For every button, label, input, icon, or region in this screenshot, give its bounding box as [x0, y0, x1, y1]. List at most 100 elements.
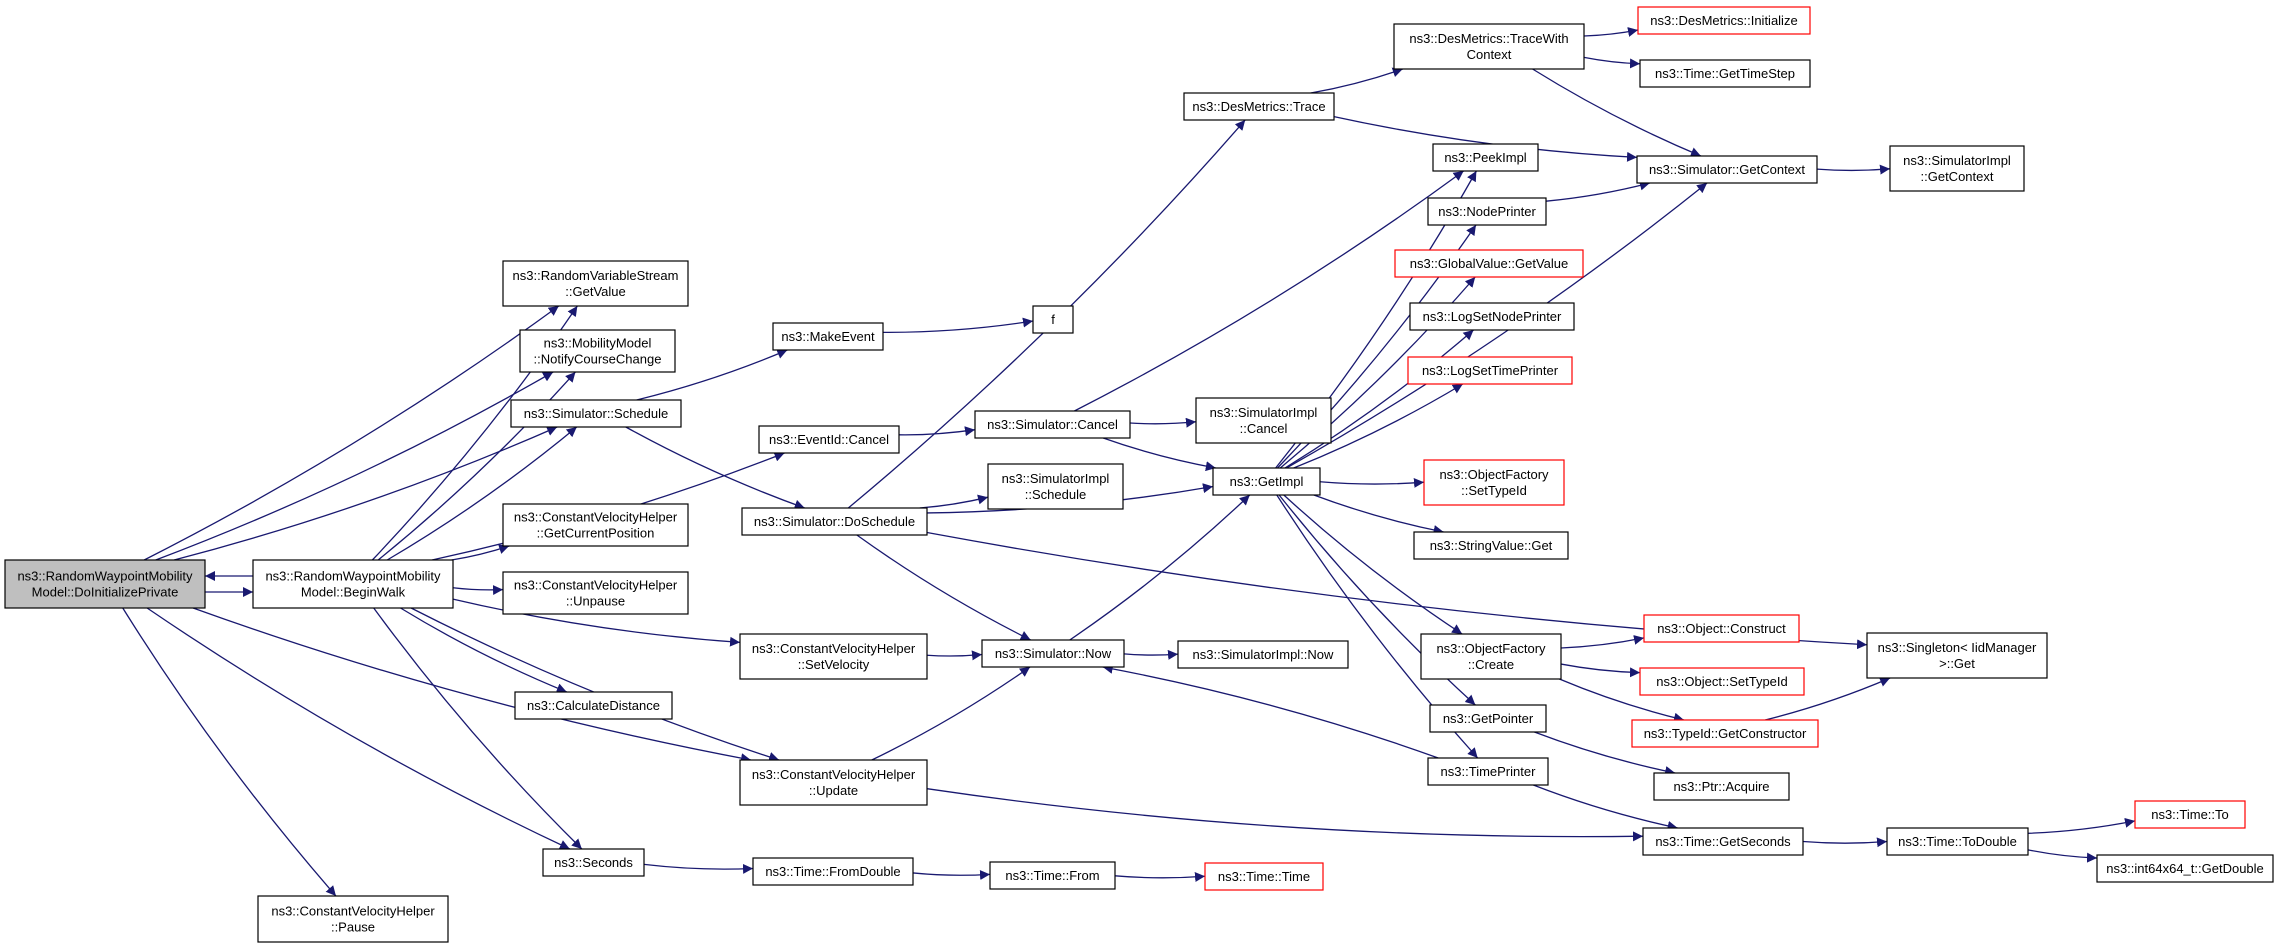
node-cvhUpdate[interactable]: ns3::ConstantVelocityHelper::Update: [739, 759, 928, 806]
node-notifyCourse-box: [519, 329, 676, 373]
node-getSeconds-box: [1642, 827, 1804, 856]
node-calcDist[interactable]: ns3::CalculateDistance: [514, 691, 673, 720]
node-toDouble[interactable]: ns3::Time::ToDouble: [1886, 827, 2029, 856]
node-simNow[interactable]: ns3::Simulator::Now: [981, 639, 1125, 668]
edge-beginWalk-to-cvhSetVel: [452, 598, 741, 647]
node-objSetTypeId[interactable]: ns3::Object::SetTypeId: [1639, 667, 1805, 696]
edge-ofCreate-to-objConstruct: [1560, 635, 1645, 649]
node-simGetContext-box: [1636, 155, 1818, 184]
node-simGetContext-label-0: ns3::Simulator::GetContext: [1649, 162, 1805, 177]
edge-beginWalk-to-cvhGetPos: [451, 544, 510, 561]
node-root-label-0: ns3::RandomWaypointMobility: [17, 569, 193, 584]
node-int64GetDouble[interactable]: ns3::int64x64_t::GetDouble: [2096, 854, 2274, 883]
node-ofSetTypeId[interactable]: ns3::ObjectFactory::SetTypeId: [1423, 459, 1565, 506]
edge-simNow-to-getImpl: [1069, 494, 1251, 641]
node-peekImpl[interactable]: ns3::PeekImpl: [1432, 143, 1539, 172]
edge-getImpl-to-logSetNode: [1284, 329, 1474, 469]
node-beginWalk-box: [252, 559, 454, 609]
node-doSchedule[interactable]: ns3::Simulator::DoSchedule: [741, 507, 928, 536]
node-int64GetDouble-box: [2096, 854, 2274, 883]
node-timePrinter[interactable]: ns3::TimePrinter: [1427, 757, 1549, 786]
node-simSchedule[interactable]: ns3::Simulator::Schedule: [510, 399, 682, 428]
node-implSchedule[interactable]: ns3::SimulatorImpl::Schedule: [987, 463, 1124, 510]
node-timeTo[interactable]: ns3::Time::To: [2134, 800, 2246, 829]
node-simCancel[interactable]: ns3::Simulator::Cancel: [974, 410, 1131, 439]
node-implNow-label-0: ns3::SimulatorImpl::Now: [1193, 647, 1334, 662]
edge-eventCancel-to-simCancel: [898, 426, 976, 437]
node-logSetTime[interactable]: ns3::LogSetTimePrinter: [1407, 356, 1573, 385]
node-implGetContext[interactable]: ns3::SimulatorImpl::GetContext: [1889, 145, 2025, 192]
node-root[interactable]: ns3::RandomWaypointMobilityModel::DoInit…: [4, 559, 206, 609]
node-seconds[interactable]: ns3::Seconds: [542, 848, 645, 877]
node-getTimeStep[interactable]: ns3::Time::GetTimeStep: [1639, 59, 1811, 88]
node-simSchedule-label-0: ns3::Simulator::Schedule: [524, 406, 669, 421]
node-implNow-box: [1177, 640, 1349, 669]
node-logSetTime-label-0: ns3::LogSetTimePrinter: [1422, 363, 1559, 378]
node-tidGetCtor-box: [1631, 719, 1819, 748]
node-f[interactable]: f: [1032, 305, 1074, 334]
node-ptrAcquire[interactable]: ns3::Ptr::Acquire: [1653, 772, 1790, 801]
node-logSetNode[interactable]: ns3::LogSetNodePrinter: [1409, 302, 1575, 331]
node-simCancel-box: [974, 410, 1131, 439]
node-cvhSetVel[interactable]: ns3::ConstantVelocityHelper::SetVelocity: [739, 633, 928, 680]
node-desInit[interactable]: ns3::DesMetrics::Initialize: [1637, 6, 1811, 35]
node-ofSetTypeId-box: [1423, 459, 1565, 506]
node-singletonGet-box: [1866, 632, 2048, 679]
node-cvhSetVel-label-1: ::SetVelocity: [798, 657, 870, 672]
node-timeFrom[interactable]: ns3::Time::From: [989, 861, 1116, 890]
node-eventCancel[interactable]: ns3::EventId::Cancel: [758, 425, 900, 454]
edge-nodePrinter-to-simGetContext: [1545, 180, 1651, 202]
node-ofCreate[interactable]: ns3::ObjectFactory::Create: [1420, 633, 1562, 680]
node-cvhPause[interactable]: ns3::ConstantVelocityHelper::Pause: [257, 895, 449, 943]
edge-desTrace-to-simGetContext: [1333, 115, 1638, 162]
node-getImpl[interactable]: ns3::GetImpl: [1212, 467, 1321, 496]
node-peekImpl-label-0: ns3::PeekImpl: [1444, 150, 1526, 165]
node-logSetTime-box: [1407, 356, 1573, 385]
node-doSchedule-label-0: ns3::Simulator::DoSchedule: [754, 514, 915, 529]
node-rvsGetValue[interactable]: ns3::RandomVariableStream::GetValue: [502, 260, 689, 307]
node-cvhGetPos[interactable]: ns3::ConstantVelocityHelper::GetCurrentP…: [502, 503, 689, 547]
node-svGet-label-0: ns3::StringValue::Get: [1430, 538, 1553, 553]
node-singletonGet-label-0: ns3::Singleton< IidManager: [1878, 640, 2037, 655]
node-svGet[interactable]: ns3::StringValue::Get: [1413, 531, 1569, 560]
node-getSeconds[interactable]: ns3::Time::GetSeconds: [1642, 827, 1804, 856]
node-tidGetCtor[interactable]: ns3::TypeId::GetConstructor: [1631, 719, 1819, 748]
node-notifyCourse[interactable]: ns3::MobilityModel::NotifyCourseChange: [519, 329, 676, 373]
edge-ofCreate-to-objSetTypeId: [1560, 663, 1641, 678]
node-calcDist-box: [514, 691, 673, 720]
node-singletonGet[interactable]: ns3::Singleton< IidManager>::Get: [1866, 632, 2048, 679]
node-fromDouble[interactable]: ns3::Time::FromDouble: [752, 857, 914, 886]
node-desTrace[interactable]: ns3::DesMetrics::Trace: [1183, 92, 1335, 121]
edge-timePrinter-to-getSeconds: [1533, 784, 1678, 831]
node-rvsGetValue-box: [502, 260, 689, 307]
node-root-label-1: Model::DoInitializePrivate: [32, 585, 179, 600]
node-nodePrinter[interactable]: ns3::NodePrinter: [1427, 197, 1547, 226]
node-implCancel-box: [1195, 397, 1332, 444]
node-ptrAcquire-label-0: ns3::Ptr::Acquire: [1673, 779, 1769, 794]
node-beginWalk[interactable]: ns3::RandomWaypointMobilityModel::BeginW…: [252, 559, 454, 609]
edge-simCancel-to-getImpl: [1102, 437, 1216, 472]
edge-traceWith-to-getTimeStep: [1583, 56, 1641, 69]
edge-simCancel-to-implCancel: [1129, 417, 1197, 428]
node-simGetContext[interactable]: ns3::Simulator::GetContext: [1636, 155, 1818, 184]
node-cvhGetPos-box: [502, 503, 689, 547]
node-timeTo-label-0: ns3::Time::To: [2151, 807, 2229, 822]
node-timeTime[interactable]: ns3::Time::Time: [1204, 862, 1324, 891]
node-ofSetTypeId-label-1: ::SetTypeId: [1461, 483, 1527, 498]
node-rvsGetValue-label-0: ns3::RandomVariableStream: [513, 268, 679, 283]
node-gvGetValue-label-0: ns3::GlobalValue::GetValue: [1410, 256, 1569, 271]
node-objConstruct[interactable]: ns3::Object::Construct: [1643, 614, 1800, 643]
edge-getImpl-to-logSetTime: [1293, 383, 1464, 469]
node-gvGetValue[interactable]: ns3::GlobalValue::GetValue: [1394, 249, 1584, 278]
edge-beginWalk-to-cvhUnpause: [452, 584, 504, 595]
node-getPointer[interactable]: ns3::GetPointer: [1429, 704, 1547, 733]
node-implNow[interactable]: ns3::SimulatorImpl::Now: [1177, 640, 1349, 669]
node-cvhGetPos-label-1: ::GetCurrentPosition: [537, 526, 655, 541]
node-notifyCourse-label-1: ::NotifyCourseChange: [534, 352, 662, 367]
node-makeEvent[interactable]: ns3::MakeEvent: [772, 322, 884, 351]
node-cvhGetPos-label-0: ns3::ConstantVelocityHelper: [514, 510, 678, 525]
node-implCancel[interactable]: ns3::SimulatorImpl::Cancel: [1195, 397, 1332, 444]
node-logSetNode-box: [1409, 302, 1575, 331]
node-cvhUnpause[interactable]: ns3::ConstantVelocityHelper::Unpause: [502, 571, 689, 615]
